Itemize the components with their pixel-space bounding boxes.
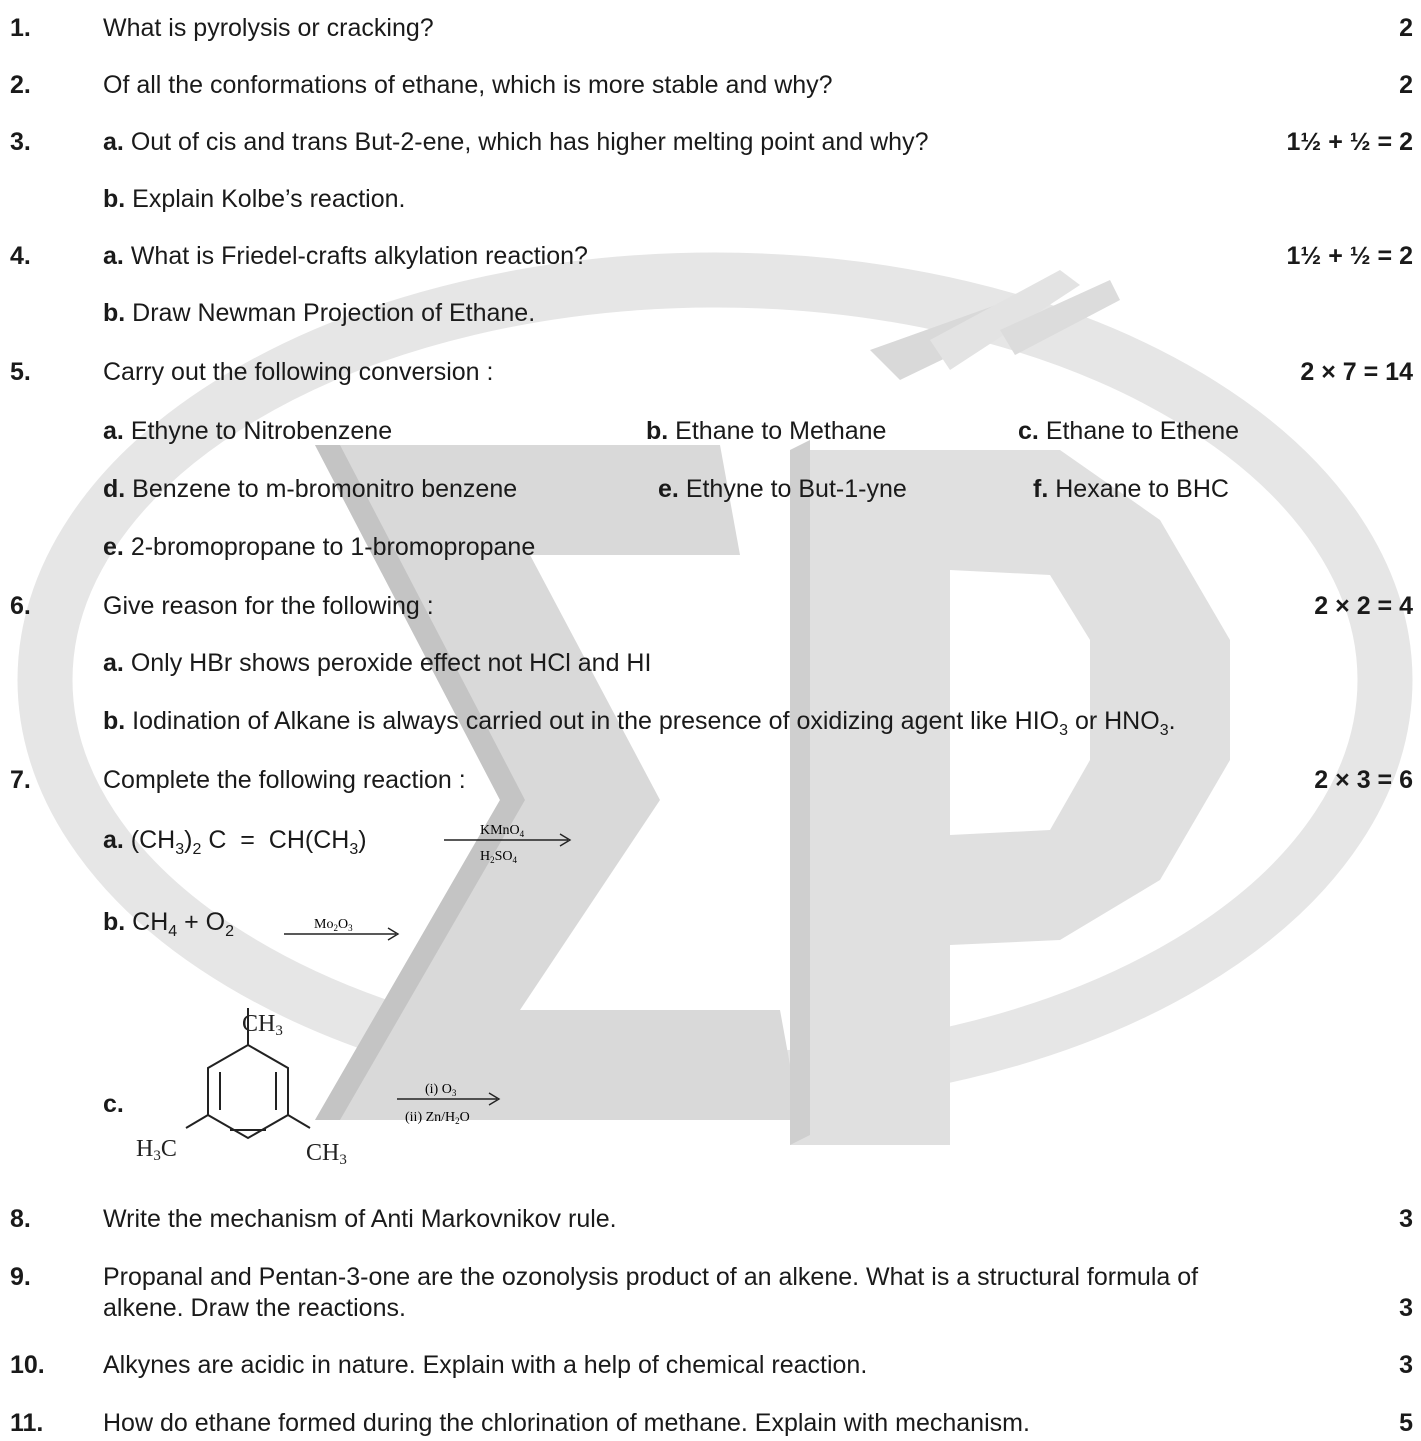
svg-text:KMnO4: KMnO4 [480,823,525,839]
subpart-label: b. [103,185,126,213]
question-number: 11. [10,1409,44,1437]
question-marks: 2 × 3 = 6 [1314,766,1413,794]
question-marks: 3 [1399,1205,1413,1233]
reaction-b-arrow: Mo2O3 [284,917,400,941]
conversion-f: f. Hexane to BHC [1033,475,1229,503]
svg-text:H2SO4: H2SO4 [480,849,518,865]
question-number: 1. [10,14,31,42]
question-number: 7. [10,766,31,794]
question-text: What is pyrolysis or cracking? [103,14,434,42]
svg-text:CH3: CH3 [306,1140,347,1168]
question-marks: 3 [1399,1294,1413,1322]
reason-a: a. Only HBr shows peroxide effect not HC… [103,649,652,677]
question-number: 2. [10,71,31,99]
question-text-cont: alkene. Draw the reactions. [103,1294,406,1322]
question-marks: 2 × 2 = 4 [1314,592,1413,620]
question-text-a: a. Out of cis and trans But-2-ene, which… [103,128,929,156]
reaction-c-arrow: (i) O3 (ii) Zn/H2O [397,1082,501,1126]
question-text-b: b. Explain Kolbe’s reaction. [103,185,406,213]
question-text: Write the mechanism of Anti Markovnikov … [103,1205,617,1233]
question-number: 3. [10,128,31,156]
conversion-b: b. Ethane to Methane [646,417,887,445]
question-marks: 2 [1399,71,1413,99]
svg-text:(i) O3: (i) O3 [425,1082,457,1098]
question-text: Propanal and Pentan-3-one are the ozonol… [103,1263,1199,1291]
svg-text:(ii) Zn/H2O: (ii) Zn/H2O [405,1110,470,1126]
reaction-c-label: c. [103,1090,124,1118]
question-text: Carry out the following conversion : [103,358,494,386]
question-marks: 2 [1399,14,1413,42]
question-marks: 5 [1399,1409,1413,1437]
svg-text:H3C: H3C [136,1136,177,1164]
question-text-b: b. Draw Newman Projection of Ethane. [103,299,536,327]
question-text: Complete the following reaction : [103,766,466,794]
question-number: 6. [10,592,31,620]
conversion-a: a. Ethyne to Nitrobenzene [103,417,393,445]
question-number: 4. [10,242,31,270]
question-text: Give reason for the following : [103,592,434,620]
mesitylene-structure: CH3 H3C CH3 [136,1008,347,1168]
question-number: 8. [10,1205,31,1233]
reaction-b: b. CH4 + O2 [103,908,235,940]
question-number: 10. [10,1351,45,1379]
question-marks: 1½ + ½ = 2 [1286,128,1414,156]
conversion-e2: e. 2-bromopropane to 1-bromopropane [103,533,536,561]
reason-b: b. Iodination of Alkane is always carrie… [103,707,1176,739]
question-text: Of all the conformations of ethane, whic… [103,71,833,99]
subpart-label: a. [103,128,124,156]
conversion-c: c. Ethane to Ethene [1018,417,1240,445]
svg-text:Mo2O3: Mo2O3 [314,917,353,933]
question-marks: 1½ + ½ = 2 [1286,242,1414,270]
question-text-a: a. What is Friedel-crafts alkylation rea… [103,242,588,270]
conversion-e: e. Ethyne to But-1-yne [658,475,907,503]
question-text: Alkynes are acidic in nature. Explain wi… [103,1351,868,1379]
reaction-a-arrow: KMnO4 H2SO4 [444,823,572,865]
conversion-d: d. Benzene to m-bromonitro benzene [103,475,518,503]
question-text: How do ethane formed during the chlorina… [103,1409,1030,1437]
question-number: 5. [10,358,31,386]
reaction-a: a. (CH3)2 C = CH(CH3) [103,826,367,858]
question-marks: 3 [1399,1351,1413,1379]
svg-text:CH3: CH3 [242,1011,283,1039]
question-number: 9. [10,1263,31,1291]
question-marks: 2 × 7 = 14 [1300,358,1413,386]
